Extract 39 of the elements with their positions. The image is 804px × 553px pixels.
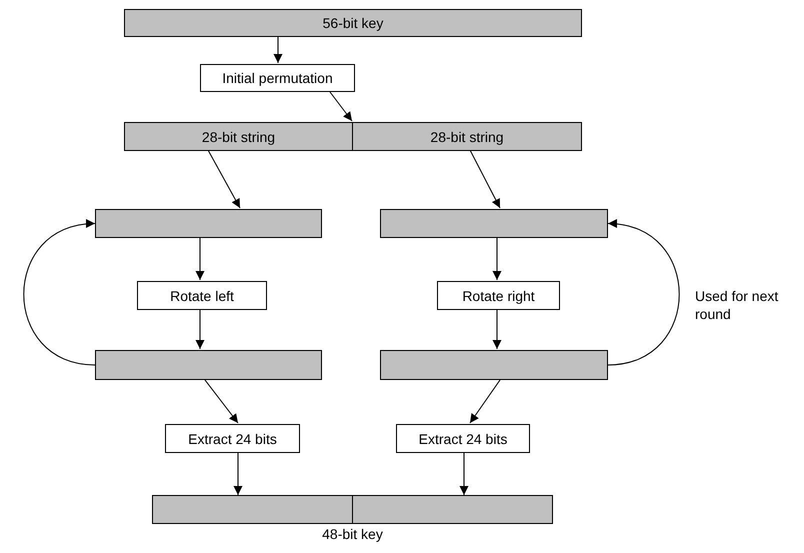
key-bar xyxy=(124,9,582,37)
node-label: Initial permutation xyxy=(222,70,333,86)
arrow xyxy=(492,310,502,350)
arrow xyxy=(204,380,238,424)
arrow xyxy=(492,238,502,280)
arrow xyxy=(234,452,242,496)
process-box xyxy=(200,64,355,92)
feedback-arrow xyxy=(23,220,96,366)
string-bar xyxy=(353,123,581,150)
half-bar xyxy=(353,496,552,523)
register-box xyxy=(380,350,608,380)
arrow xyxy=(274,36,282,64)
arrow xyxy=(460,452,468,496)
process-box xyxy=(437,281,560,310)
process-box xyxy=(396,424,530,453)
arrow xyxy=(196,310,204,350)
node-label: Rotate left xyxy=(170,288,234,304)
node-label: 56-bit key xyxy=(322,15,384,31)
arrow xyxy=(208,150,240,208)
bar-caption: 48-bit key xyxy=(321,526,384,542)
split-bar xyxy=(124,122,582,151)
node-label: 28-bit string xyxy=(430,128,504,144)
arrow xyxy=(196,238,204,280)
arrow xyxy=(330,92,352,122)
register-box xyxy=(95,209,322,238)
node-label: Extract 24 bits xyxy=(188,430,277,446)
node-label: Extract 24 bits xyxy=(418,430,508,446)
process-box xyxy=(165,424,300,453)
node-label: Rotate right xyxy=(462,288,535,304)
half-bar xyxy=(153,496,353,523)
arrow xyxy=(470,150,500,208)
node-label: 28-bit string xyxy=(202,128,276,144)
arrow xyxy=(470,380,500,424)
note-text: Used for next round xyxy=(695,287,780,323)
process-box xyxy=(137,281,267,310)
register-box xyxy=(380,209,608,238)
register-box xyxy=(95,350,322,380)
feedback-arrow xyxy=(608,220,680,366)
string-bar xyxy=(125,123,353,150)
